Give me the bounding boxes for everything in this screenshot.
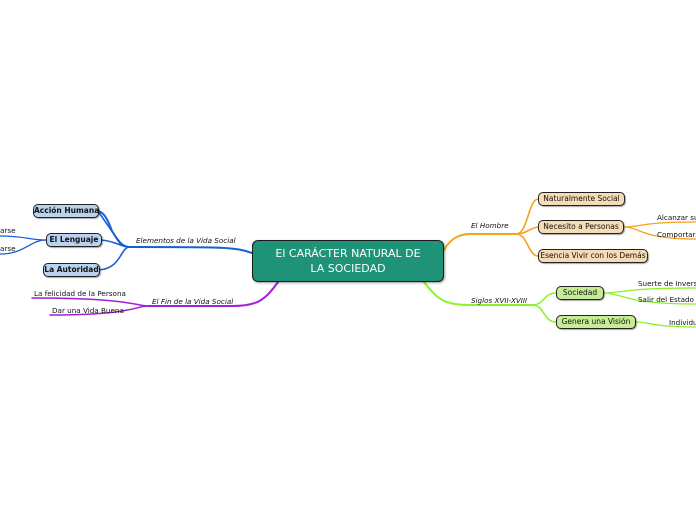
connector-genera-vision <box>531 304 557 323</box>
connector-el-lenguaje <box>100 239 131 248</box>
connector-sociedad <box>531 292 557 306</box>
branch-fin-connector <box>147 281 279 307</box>
leaf-salir[interactable]: Salir del Estado Sa <box>638 295 696 304</box>
connector-la-autoridad <box>98 246 131 271</box>
node-necesito-personas-label: Necesito a Personas <box>543 222 619 231</box>
connector-individua <box>635 321 696 328</box>
branch-label-elementos[interactable]: Elementos de la Vida Social <box>136 236 236 245</box>
connector-comportarse <box>623 226 696 240</box>
branch-siglos-connector <box>423 281 533 306</box>
leaf-lenguaje-1[interactable]: arse <box>0 226 16 235</box>
leaf-suerte[interactable]: Suerte de Inversió <box>638 279 696 288</box>
node-sociedad-label: Sociedad <box>562 288 598 297</box>
node-sociedad[interactable]: Sociedad <box>556 286 604 300</box>
node-necesito-personas[interactable]: Necesito a Personas <box>538 220 624 234</box>
connector-vida-buena <box>49 305 149 316</box>
node-esencia-vivir[interactable]: Esencia Vivir con los Demás <box>538 249 648 263</box>
branch-label-hombre[interactable]: El Hombre <box>471 221 509 230</box>
leaf-individua[interactable]: Individua <box>669 318 696 327</box>
node-esencia-vivir-label: Esencia Vivir con los Demás <box>540 251 646 260</box>
leaf-alcanzar[interactable]: Alcanzar su <box>657 213 696 222</box>
node-genera-vision-label: Genera una Visión <box>561 317 631 326</box>
branch-label-siglos[interactable]: Siglos XVII-XVIII <box>471 296 528 305</box>
leaf-vida-buena[interactable]: Dar una Vida Buena <box>52 306 124 315</box>
node-la-autoridad-label: La Autoridad <box>44 265 99 274</box>
node-accion-humana-label: Acción Humana <box>34 206 100 215</box>
node-accion-humana[interactable]: Acción Humana <box>33 204 99 218</box>
leaf-comportarse[interactable]: Comportarse <box>657 230 696 239</box>
connector-naturalmente-social <box>515 198 539 235</box>
connector-necesito-personas <box>515 226 539 235</box>
connector-suerte <box>603 287 696 294</box>
node-naturalmente-social[interactable]: Naturalmente Social <box>538 192 625 206</box>
connector-leaf-1 <box>0 235 47 241</box>
node-el-lenguaje-label: El Lenguaje <box>49 235 99 244</box>
branch-label-fin[interactable]: El Fin de la Vida Social <box>152 297 234 306</box>
connector-leaf-2 <box>0 239 47 255</box>
connector-salir <box>603 292 696 305</box>
node-el-lenguaje[interactable]: El Lenguaje <box>46 233 102 247</box>
connector-esencia <box>515 233 539 257</box>
leaf-felicidad[interactable]: La felicidad de la Persona <box>34 289 126 298</box>
node-la-autoridad[interactable]: La Autoridad <box>43 263 100 277</box>
branch-elementos-connector <box>97 210 253 254</box>
connector-felicidad <box>31 297 149 307</box>
leaf-lenguaje-2[interactable]: arse <box>0 244 16 253</box>
connector-alcanzar <box>623 221 696 228</box>
central-topic-title: El CARÁCTER NATURAL DE LA SOCIEDAD <box>275 247 421 275</box>
node-genera-vision[interactable]: Genera una Visión <box>556 315 636 329</box>
central-topic[interactable]: El CARÁCTER NATURAL DE LA SOCIEDAD <box>252 240 444 282</box>
node-naturalmente-social-label: Naturalmente Social <box>543 194 620 203</box>
branch-hombre-connector <box>443 233 517 251</box>
connector-accion-humana <box>97 210 131 248</box>
